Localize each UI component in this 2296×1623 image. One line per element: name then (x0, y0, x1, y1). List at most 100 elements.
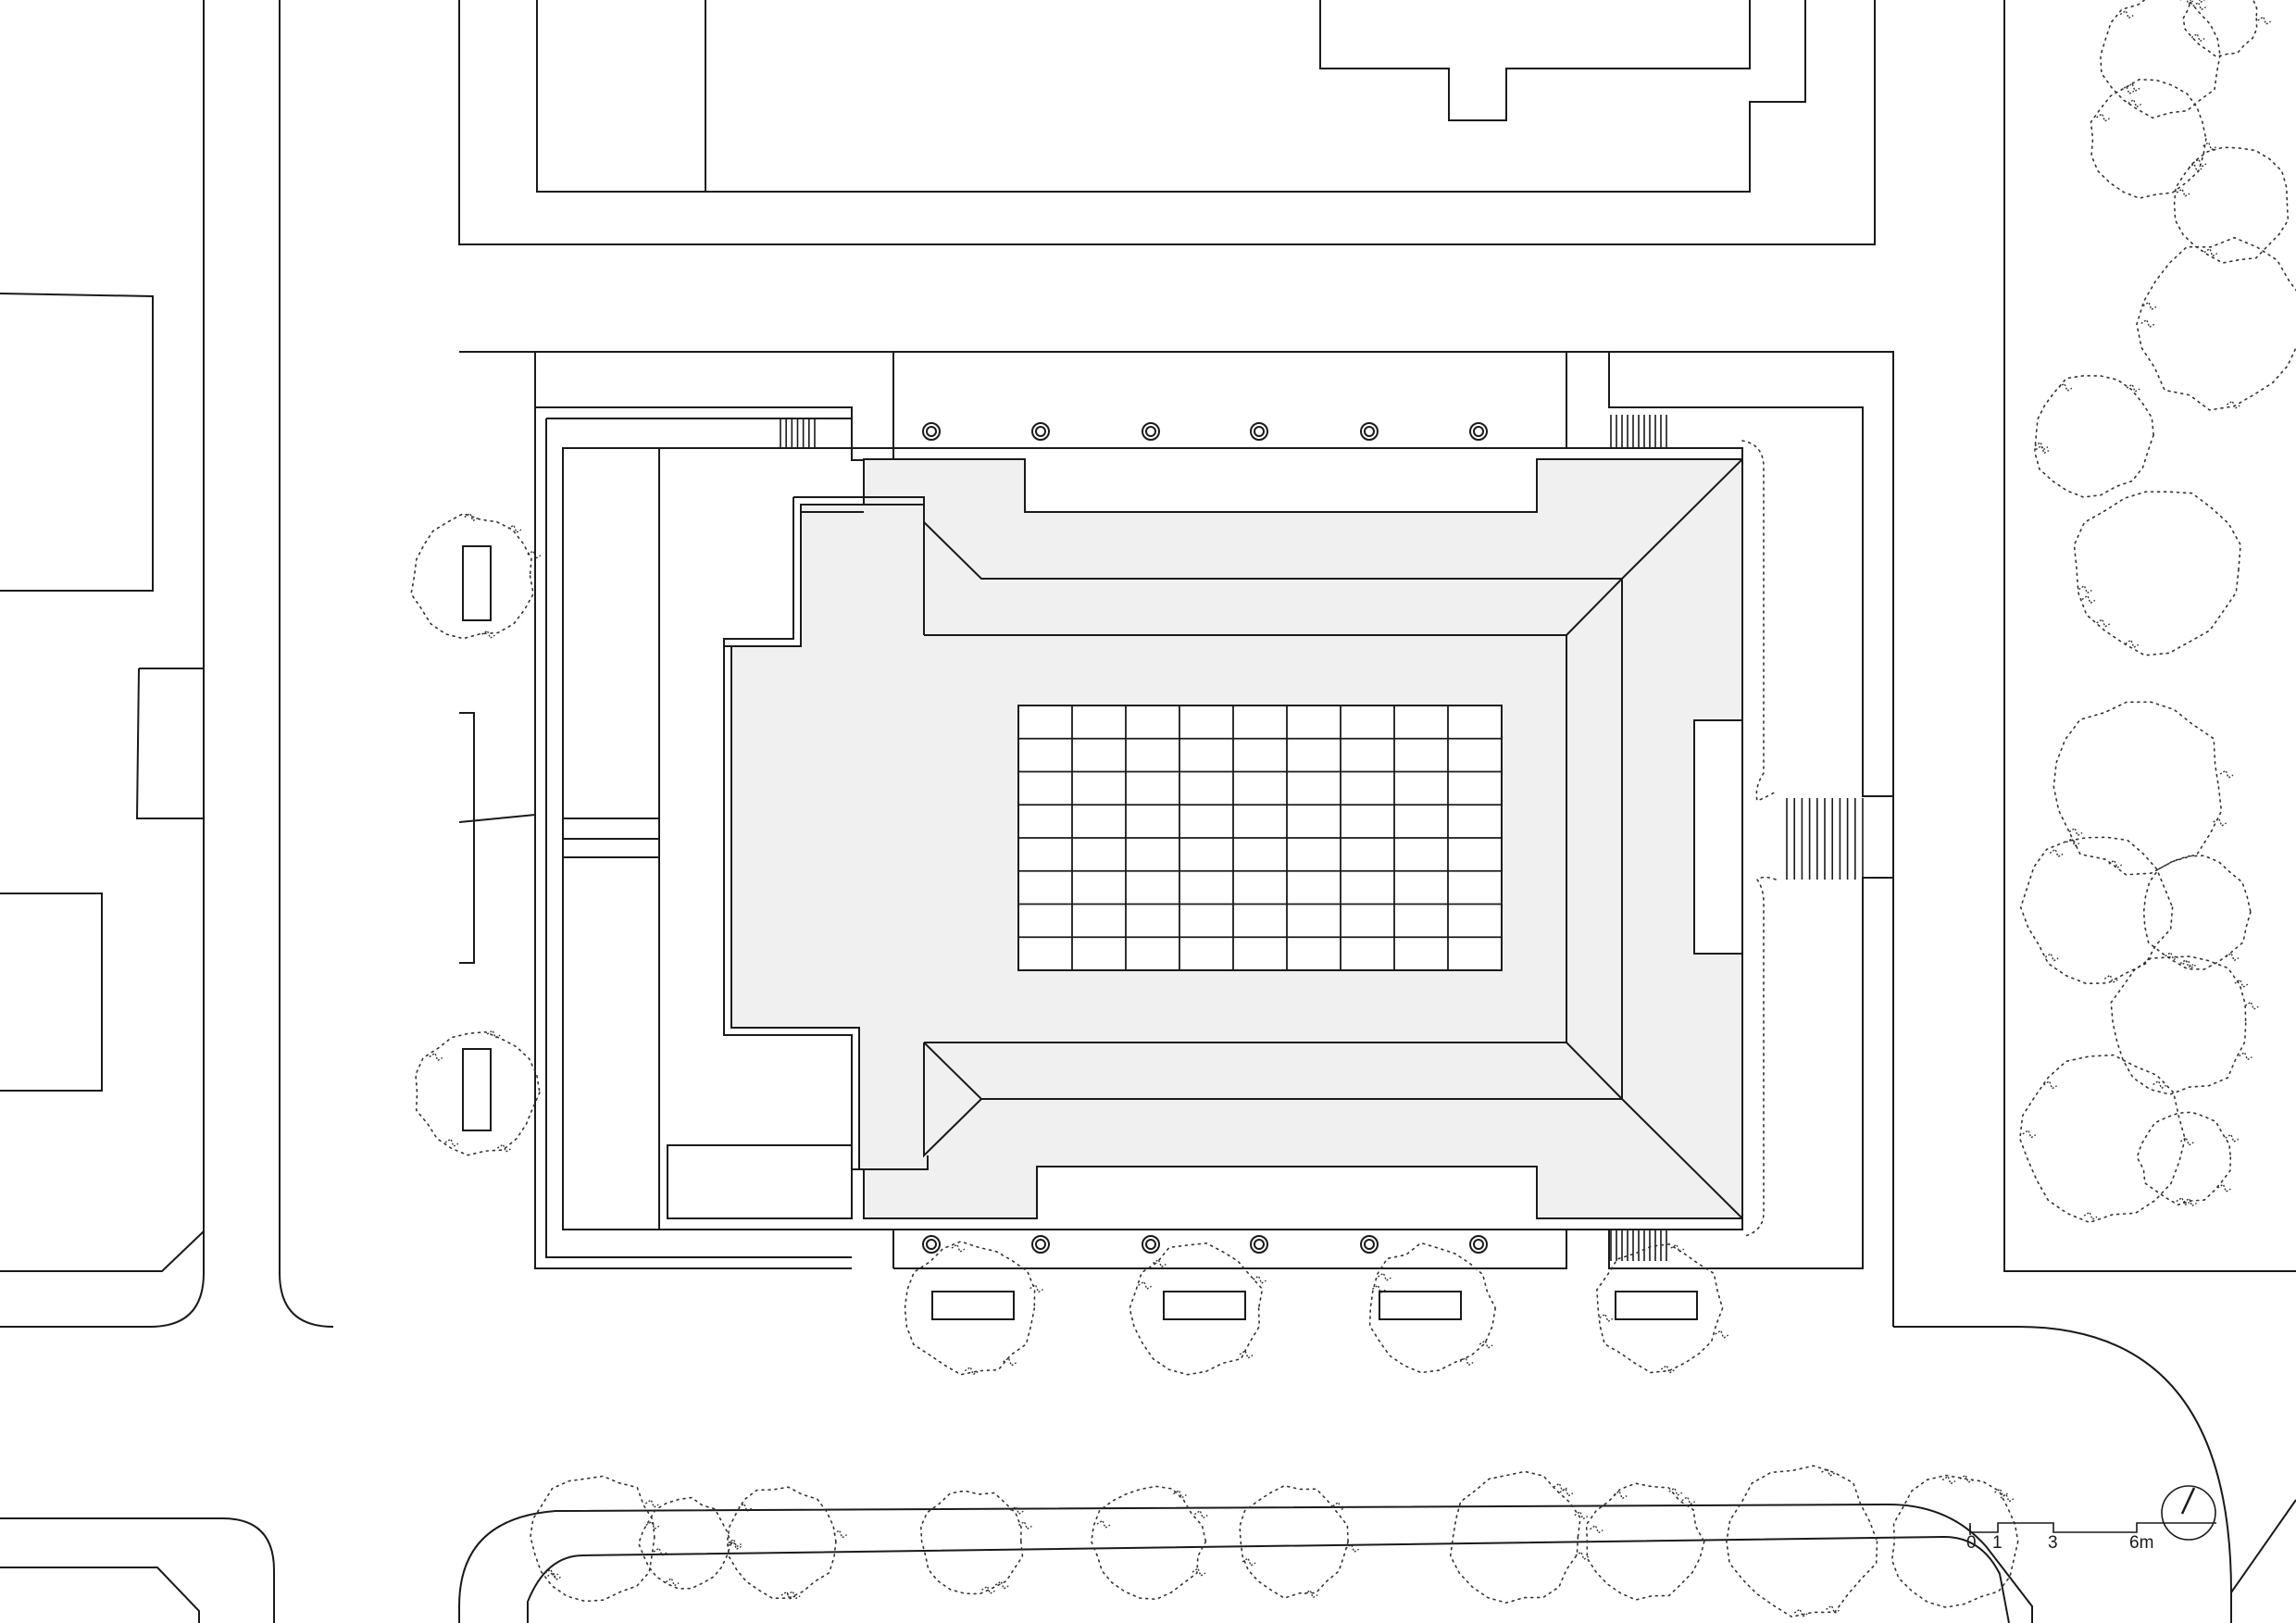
tree-canopy (637, 1496, 732, 1590)
column-inner (1473, 426, 1484, 437)
tree-marker (481, 630, 495, 640)
column-inner (1035, 426, 1046, 437)
tree-canopy (2100, 0, 2221, 119)
roof-parapet-top (723, 497, 794, 646)
tree-marker (1479, 1339, 1493, 1350)
site-outline (534, 352, 852, 1269)
north-arrow-needle (2180, 1487, 2196, 1515)
tree-marker (2120, 85, 2135, 95)
tree-marker (2234, 979, 2249, 989)
tree-marker (1138, 1280, 1153, 1291)
tree-canopy (2073, 491, 2241, 656)
tree-canopy (2033, 374, 2154, 498)
tree-marker (2257, 16, 2272, 26)
scale-tick-0: 0 (1966, 1533, 1977, 1553)
podium-bottom-room (667, 1144, 853, 1219)
scale-tick-3: 3 (2048, 1533, 2058, 1553)
tree-marker (1096, 1519, 1111, 1529)
tree-marker (2217, 1183, 2231, 1193)
site-outline-bottom-mid (892, 1230, 1567, 1269)
tree-canopy (1368, 1242, 1497, 1374)
column-inner (1473, 1239, 1484, 1250)
tree-canopy (410, 512, 534, 640)
island-bottom-left (0, 1517, 275, 1623)
tree-canopy (2136, 236, 2296, 411)
tree-marker (1715, 1330, 1729, 1340)
column-inner (1364, 1239, 1375, 1250)
tree-marker (951, 1243, 966, 1254)
column-inner (1254, 426, 1265, 437)
site-perimeter (458, 351, 1893, 1269)
tree-marker (644, 1498, 659, 1509)
tree-pit (462, 545, 492, 621)
tree-marker (1559, 1487, 1574, 1497)
tree-canopy (2142, 855, 2252, 970)
tree-marker (1304, 1589, 1318, 1599)
column-inner (1364, 426, 1375, 437)
tree-canopy (2090, 78, 2207, 199)
tree-marker (2179, 1136, 2194, 1146)
tree-pit (462, 1048, 492, 1131)
tree-pit (931, 1291, 1015, 1320)
podium-outline (562, 447, 1743, 1230)
street-left-curb (0, 1230, 205, 1272)
tree-marker (2244, 1001, 2259, 1011)
planting-edge-right (1741, 440, 1777, 1238)
tree-canopy (2053, 701, 2223, 876)
tree-canopy (1449, 1470, 1581, 1604)
island-bottom-left-2 (0, 1567, 200, 1623)
tree-marker (2165, 951, 2179, 961)
tree-canopy (2018, 1054, 2186, 1224)
island-bottom-center-inner (527, 1535, 2010, 1623)
tree-marker (429, 1052, 443, 1062)
tree-marker (2192, 1, 2206, 11)
tree-marker (964, 1366, 979, 1376)
tree-marker (2078, 584, 2092, 594)
roof-ridge-top (923, 521, 1623, 1100)
tree-canopy (2173, 146, 2290, 264)
tree-marker (1941, 1475, 1956, 1485)
roof-hip-top-right (1621, 458, 1743, 580)
tree-marker (1193, 1509, 1208, 1519)
tree-pit (1379, 1291, 1462, 1320)
tree-marker (2176, 188, 2190, 198)
road-edge-left (279, 0, 334, 1328)
skylight-grid (1017, 705, 1503, 971)
column-inner (926, 1239, 937, 1250)
site-outline-top-mid (893, 351, 1567, 448)
tree-marker (2199, 0, 2206, 4)
road-curve-right (1893, 1326, 2232, 1623)
tree-marker (2179, 958, 2194, 968)
columns (922, 422, 1488, 1254)
column-inner (926, 426, 937, 437)
tree-marker (1668, 1487, 1683, 1497)
column-inner (1254, 1239, 1265, 1250)
north-arrow-icon (2161, 1485, 2216, 1541)
island-bottom-center (458, 1503, 2033, 1623)
tree-marker (2128, 98, 2142, 108)
stairs (780, 415, 1864, 1261)
building-left-mid (135, 668, 204, 819)
scale-bar: 0 1 3 6m (1966, 1522, 2216, 1553)
tree-marker (1253, 1275, 1267, 1285)
street-left-block (0, 0, 205, 1328)
tree-marker (1670, 1243, 1685, 1254)
tree-marker (1554, 1482, 1567, 1492)
tree-marker (1590, 1524, 1603, 1534)
tree-marker (2225, 952, 2240, 962)
block-top-outline (458, 0, 1876, 245)
site-outline-top-left (535, 352, 894, 461)
tree-marker (665, 1577, 680, 1587)
north-arrow-circle (2161, 1485, 2216, 1541)
tree-canopy (2182, 0, 2258, 58)
tree-marker (1378, 1272, 1391, 1282)
tree-marker (2126, 82, 2140, 93)
tree-marker (1332, 1501, 1347, 1511)
tree-canopy (1890, 1474, 2019, 1608)
building-left-bottom (0, 893, 103, 1092)
scale-tick-1: 1 (1992, 1533, 2003, 1553)
tree-canopy (1090, 1485, 1207, 1601)
tree-marker (2126, 383, 2140, 393)
tree-canopy (2136, 1111, 2232, 1206)
park-boundary-right (2003, 0, 2296, 1272)
